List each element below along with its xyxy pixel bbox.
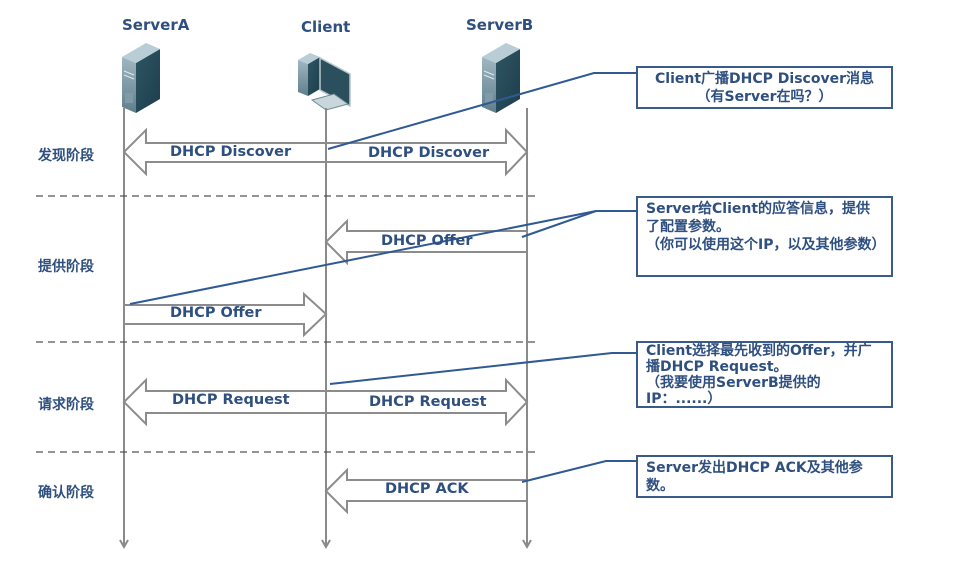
callout-offer: Server给Client的应答信息，提供了配置参数。 （你可以使用这个IP，以… (636, 196, 893, 277)
lifeline-server-b-arrowhead (522, 539, 532, 550)
msg-ack-label: DHCP ACK (385, 481, 469, 497)
phase-label-discover: 发现阶段 (38, 148, 94, 164)
msg-request-right-label: DHCP Request (369, 394, 487, 410)
leader-offer-a (129, 210, 597, 305)
msg-offer-a-label: DHCP Offer (170, 305, 262, 321)
server-a-icon (122, 43, 160, 113)
msg-discover-right-label: DHCP Discover (368, 145, 490, 161)
phase-label-request: 请求阶段 (38, 397, 94, 413)
client-computer-icon (298, 53, 351, 111)
node-label-server-a: ServerA (122, 16, 190, 34)
callout-ack-line-1: Server发出DHCP ACK及其他参数。 (646, 460, 863, 494)
leader-ack (521, 460, 636, 483)
callout-request-line-1: Client选择最先收到的Offer，并广播DHCP Request。 (646, 343, 872, 375)
phase-label-ack: 确认阶段 (38, 485, 94, 501)
lifeline-client-arrowhead (321, 539, 331, 550)
callout-offer-line-1: Server给Client的应答信息，提供了配置参数。 (646, 201, 871, 235)
phase-label-offer: 提供阶段 (38, 259, 94, 275)
msg-request-left-label: DHCP Request (172, 392, 290, 408)
phase-separators (36, 195, 540, 453)
callout-request-line-2: （我要使用ServerB提供的IP：......） (646, 375, 821, 407)
callout-discover-line-2: （有Server在吗？） (696, 89, 833, 105)
leader-lines (129, 72, 636, 483)
msg-discover-left-label: DHCP Discover (170, 144, 292, 160)
callout-request: Client选择最先收到的Offer，并广播DHCP Request。 （我要使… (636, 341, 893, 408)
offer-servera-arrow (123, 291, 328, 338)
leader-request (329, 352, 636, 385)
leader-discover (327, 72, 636, 150)
lifelines (119, 108, 532, 550)
callout-ack: Server发出DHCP ACK及其他参数。 (636, 455, 893, 498)
callout-discover-line-1: Client广播DHCP Discover消息 (655, 71, 874, 87)
node-label-client: Client (301, 18, 351, 36)
node-label-server-b: ServerB (466, 16, 534, 34)
server-b-icon (482, 43, 520, 113)
callout-offer-line-2: （你可以使用这个IP，以及其他参数） (646, 237, 886, 253)
lifeline-server-a-arrowhead (119, 539, 129, 550)
callout-discover: Client广播DHCP Discover消息 （有Server在吗？） (636, 66, 893, 109)
msg-offer-b-label: DHCP Offer (381, 233, 473, 249)
ack-arrow (324, 467, 528, 515)
